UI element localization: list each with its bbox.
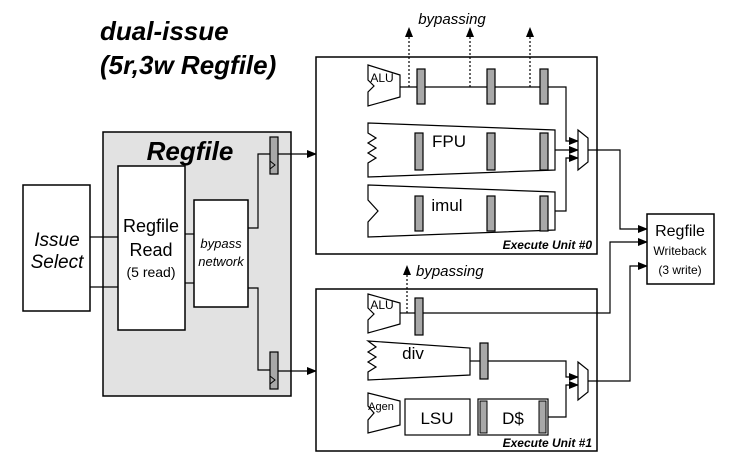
eu0-imul-latch-2 xyxy=(486,195,496,232)
eu1-lsu-label: LSU xyxy=(420,409,453,428)
bypass-network-label-line2: network xyxy=(198,254,245,269)
bypass-to-latch-bottom-wire xyxy=(248,287,270,371)
eu1-dcache-label: D$ xyxy=(502,409,524,428)
eu1-dcache-to-mux-wire xyxy=(548,381,579,418)
eu0-imul-latch-1 xyxy=(414,195,424,232)
eu1-div-latch xyxy=(479,342,489,380)
eu1-writeback-mux xyxy=(577,360,589,402)
eu0-alu-to-mux-wire xyxy=(548,86,579,145)
diagram-title-line1: dual-issue xyxy=(100,16,229,46)
regfile-latch-top xyxy=(269,136,279,175)
eu1-agen-label: Agen xyxy=(368,401,394,413)
execute-unit-0-label: Execute Unit #0 xyxy=(503,238,593,252)
eu0-alu-latch-2 xyxy=(486,68,496,105)
regfile-read-label-line1: Regfile xyxy=(123,216,179,236)
bypass-network-label-line1: bypass xyxy=(200,236,242,251)
eu1-div-shape xyxy=(366,340,471,381)
writeback-label-line1: Regfile xyxy=(655,223,705,240)
eu1-agen-shape xyxy=(367,392,401,434)
eu1-dcache-box xyxy=(477,398,549,436)
eu0-mux-to-writeback-wire xyxy=(588,149,648,233)
eu1-dcache-latch-right xyxy=(538,400,547,434)
bypass-network-box xyxy=(193,199,249,308)
writeback-label-line3: (3 write) xyxy=(658,263,701,277)
eu0-fpu-latch-2 xyxy=(486,132,496,171)
eu1-alu-to-writeback-wire xyxy=(423,238,648,314)
eu0-alu-shape xyxy=(367,64,401,107)
eu0-alu-latch-3 xyxy=(539,68,549,105)
eu0-fpu-latch-3 xyxy=(539,132,549,171)
regfile-panel-title: Regfile xyxy=(147,136,234,166)
eu0-imul-to-mux-wire xyxy=(555,154,579,212)
execute-unit-1-label: Execute Unit #1 xyxy=(503,436,593,450)
diagram-title-line2: (5r,3w Regfile) xyxy=(100,50,276,80)
eu0-writeback-mux xyxy=(577,128,589,172)
eu1-bypassing-label: bypassing xyxy=(416,263,484,280)
eu1-alu-latch xyxy=(414,297,424,336)
eu1-mux-to-writeback-wire xyxy=(588,262,648,382)
issue-select-label-line2: Select xyxy=(31,252,85,273)
eu1-lsu-box xyxy=(404,398,471,436)
eu0-fpu-label: FPU xyxy=(432,132,466,151)
eu1-alu-label: ALU xyxy=(370,298,393,312)
regfile-latch-bottom-clock xyxy=(269,375,276,385)
regfile-latch-top-clock xyxy=(269,160,276,170)
bypass-to-latch-top-wire xyxy=(248,153,270,229)
eu1-alu-shape xyxy=(367,293,401,334)
regfile-read-label-line3: (5 read) xyxy=(126,264,175,280)
eu0-bypassing-label: bypassing xyxy=(418,11,486,28)
writeback-label-line2: Writeback xyxy=(653,244,707,258)
eu1-div-to-mux-wire xyxy=(488,360,579,381)
eu1-div-label: div xyxy=(402,344,424,363)
regfile-read-box xyxy=(117,165,186,331)
regfile-read-label-line2: Read xyxy=(129,240,172,260)
issue-select-label-line1: Issue xyxy=(34,230,79,251)
eu0-imul-latch-3 xyxy=(539,195,549,232)
eu0-alu-label: ALU xyxy=(370,71,393,85)
writeback-box xyxy=(646,213,715,285)
eu1-dcache-latch-left xyxy=(479,400,488,434)
issue-select-box xyxy=(22,184,91,312)
eu0-fpu-latch-1 xyxy=(414,132,424,171)
eu0-alu-latch-1 xyxy=(416,68,426,105)
eu0-imul-label: imul xyxy=(431,196,462,215)
